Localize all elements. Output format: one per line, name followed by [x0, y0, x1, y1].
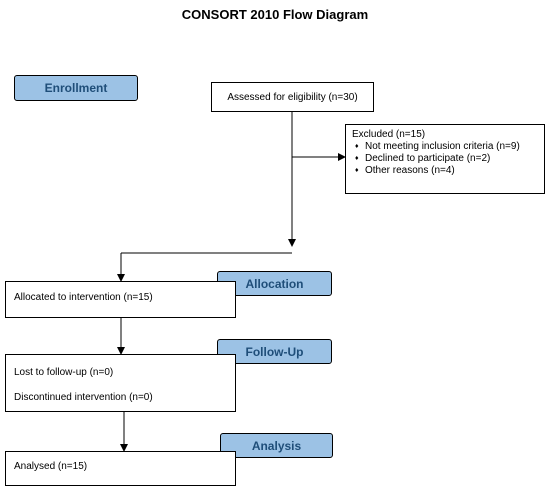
assessed-box: Assessed for eligibility (n=30)	[211, 82, 374, 112]
stage-label-enrollment: Enrollment	[14, 75, 138, 101]
excluded-item-text: Not meeting inclusion criteria (n=9)	[365, 141, 520, 152]
lost-followup-text: Lost to follow-up (n=0)	[14, 367, 114, 378]
excluded-heading: Excluded (n=15)	[352, 129, 426, 140]
excluded-item: ♦ Declined to participate (n=2)	[352, 153, 540, 165]
bullet-icon: ♦	[355, 155, 359, 162]
stage-label-analysis: Analysis	[220, 433, 333, 458]
bullet-icon: ♦	[355, 167, 359, 174]
analysed-text: Analysed (n=15)	[14, 461, 88, 472]
bullet-icon: ♦	[355, 143, 359, 150]
stage-label-followup: Follow-Up	[217, 339, 332, 364]
diagram-title: CONSORT 2010 Flow Diagram	[181, 7, 369, 22]
excluded-item-text: Declined to participate (n=2)	[365, 153, 491, 164]
followup-box: Lost to follow-up (n=0) Discontinued int…	[5, 354, 236, 412]
excluded-item: ♦ Not meeting inclusion criteria (n=9)	[352, 141, 540, 153]
allocated-box: Allocated to intervention (n=15)	[5, 281, 236, 318]
assessed-text: Assessed for eligibility (n=30)	[227, 91, 358, 103]
allocated-text: Allocated to intervention (n=15)	[14, 292, 153, 303]
discontinued-text: Discontinued intervention (n=0)	[14, 392, 153, 403]
excluded-item: ♦ Other reasons (n=4)	[352, 165, 540, 177]
excluded-box: Excluded (n=15) ♦ Not meeting inclusion …	[345, 124, 545, 194]
analysed-box: Analysed (n=15)	[5, 451, 236, 486]
excluded-item-text: Other reasons (n=4)	[365, 165, 455, 176]
